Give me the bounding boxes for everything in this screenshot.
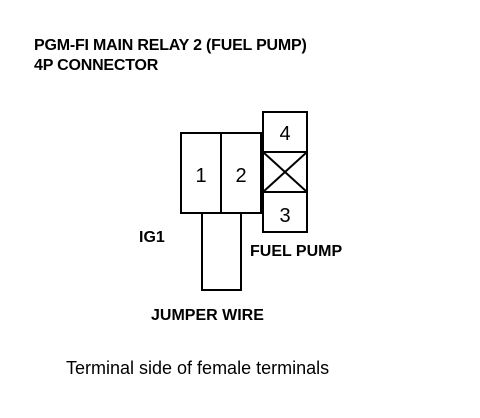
diagram-subtitle: 4P CONNECTOR xyxy=(34,57,159,74)
fuel-pump-label: FUEL PUMP xyxy=(250,243,343,260)
terminal-1-number: 1 xyxy=(195,165,206,187)
unused-cavity-cross-b xyxy=(262,151,308,193)
terminal-4-number: 4 xyxy=(279,123,290,145)
terminal-3-cavity xyxy=(262,191,308,233)
terminal-4-cavity xyxy=(262,111,308,153)
terminal-3-number: 3 xyxy=(279,205,290,227)
diagram-title: PGM-FI MAIN RELAY 2 (FUEL PUMP) xyxy=(34,37,307,54)
ig1-label: IG1 xyxy=(139,229,165,246)
jumper-wire xyxy=(201,212,242,291)
view-caption: Terminal side of female terminals xyxy=(66,358,330,378)
terminal-2-cavity xyxy=(220,132,262,214)
terminal-2-number: 2 xyxy=(235,165,246,187)
jumper-wire-label: JUMPER WIRE xyxy=(151,307,264,324)
terminal-1-cavity xyxy=(180,132,222,214)
